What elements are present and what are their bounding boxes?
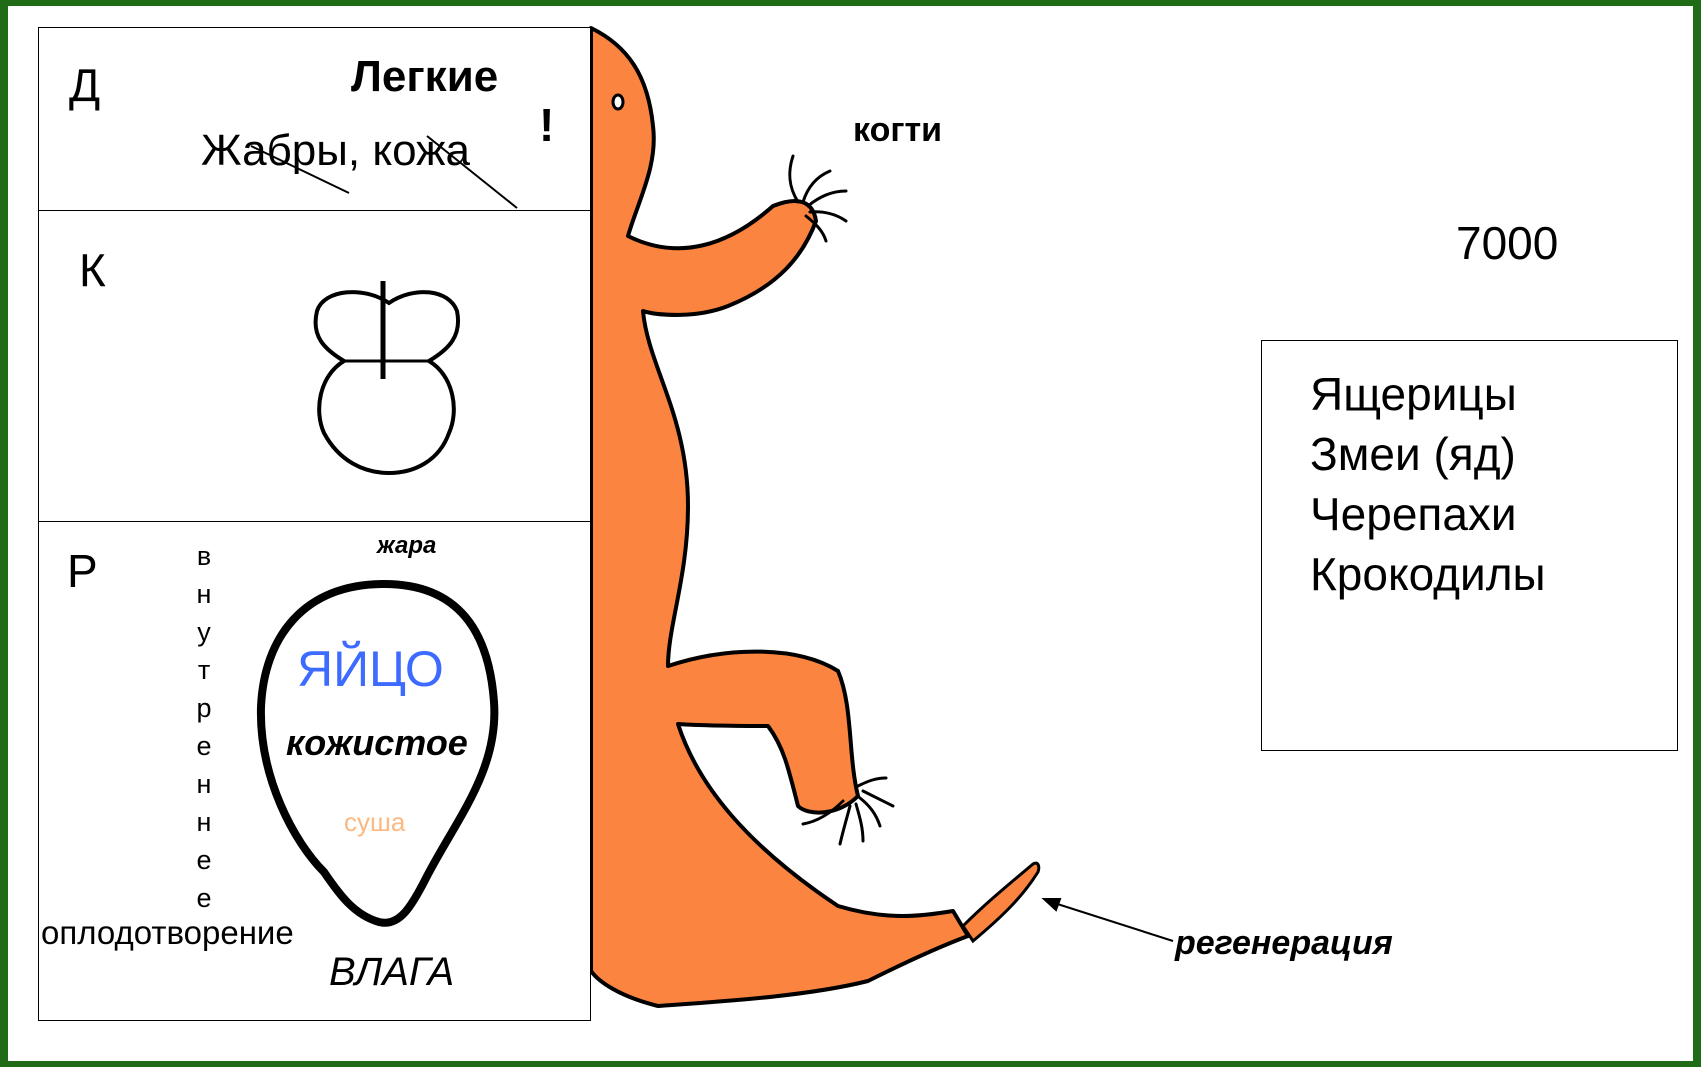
group-item: Крокодилы [1310, 544, 1546, 604]
strike-lines [39, 28, 592, 212]
panel-heart: К [38, 210, 591, 522]
leathery-label: кожистое [286, 722, 468, 764]
group-item: Черепахи [1310, 484, 1546, 544]
moisture-label: ВЛАГА [329, 950, 454, 995]
egg-label: ЯЙЦО [297, 640, 444, 698]
lizard-body [591, 28, 968, 1006]
heart-diagram [39, 211, 592, 523]
lizard-eye [613, 95, 623, 109]
species-count: 7000 [1456, 216, 1558, 270]
lizard-tail-tip [963, 863, 1039, 941]
claws-label: когти [853, 111, 942, 150]
group-item: Змеи (яд) [1310, 424, 1546, 484]
fertilization-label: оплодотворение [41, 914, 294, 952]
panel-respiration: Д Легкие Жабры, кожа ! [38, 27, 591, 211]
regeneration-arrow [1044, 899, 1173, 941]
regeneration-label: регенерация [1175, 924, 1393, 963]
land-label: суша [344, 807, 405, 838]
group-item: Ящерицы [1310, 364, 1546, 424]
